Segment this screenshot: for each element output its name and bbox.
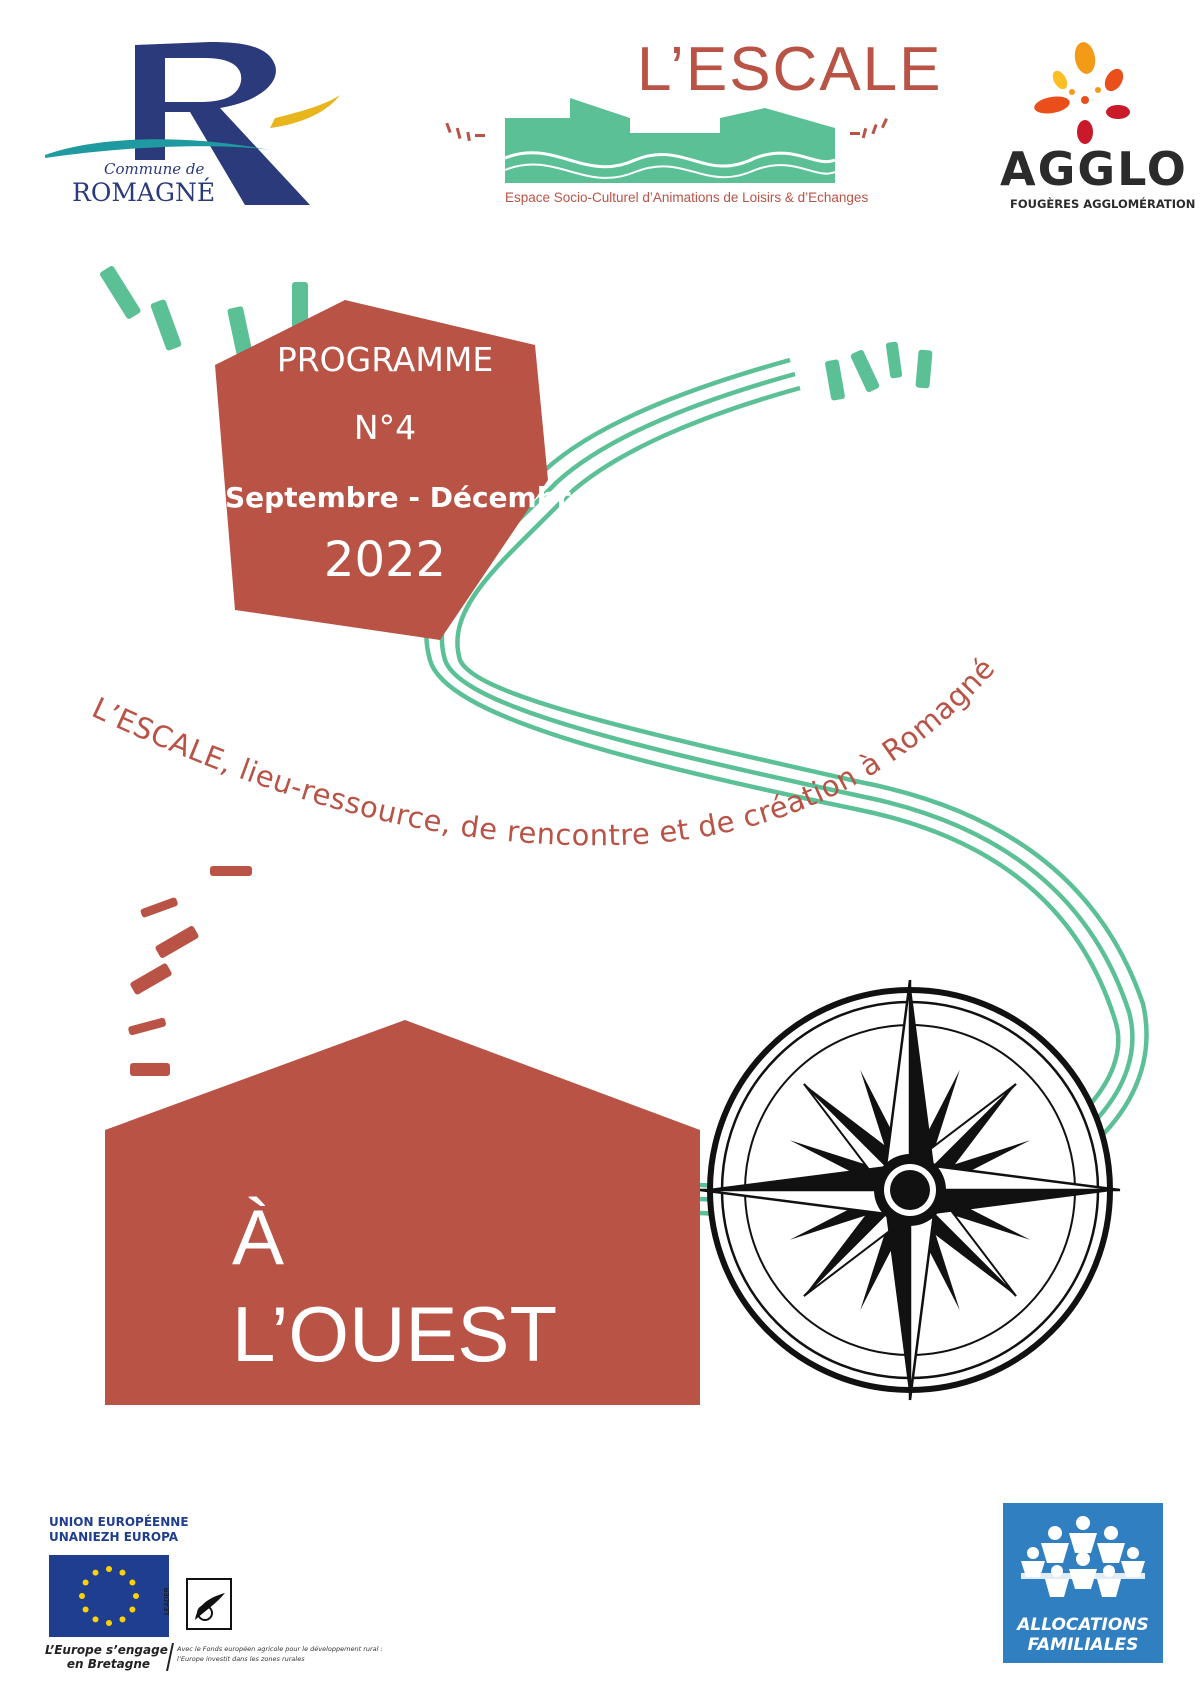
svg-text:L’ESCALE, lieu-ressource, de r: L’ESCALE, lieu-ressource, de rencontre e… xyxy=(87,651,1001,852)
caf-logo: ALLOCATIONS FAMILIALES xyxy=(1003,1503,1163,1663)
green-dashes-right xyxy=(825,341,933,401)
house-shape xyxy=(105,1020,700,1405)
headline-line1: À xyxy=(232,1193,285,1281)
agglo-subtitle: FOUGÈRES AGGLOMÉRATION xyxy=(1010,197,1196,211)
programme-label: PROGRAMME xyxy=(276,340,494,379)
tagline: L’ESCALE, lieu-ressource, de rencontre e… xyxy=(87,651,1001,852)
eu-label-line2: UNANIEZH EUROPA xyxy=(49,1530,179,1544)
caf-line1: ALLOCATIONS xyxy=(1017,1615,1149,1635)
brick-dashes xyxy=(128,866,252,1076)
programme-year: 2022 xyxy=(323,532,447,588)
compass-rose xyxy=(699,979,1121,1401)
romagne-line2: ROMAGNÉ xyxy=(72,178,216,207)
agglo-flower-icon xyxy=(1034,42,1130,144)
eu-note-line1: Avec le Fonds européen agricole pour le … xyxy=(177,1645,383,1653)
eu-block: UNION EUROPÉENNE UNANIEZH EUROPA LEADER … xyxy=(45,1515,405,1671)
eu-tagline-line1: L’Europe s’engage xyxy=(45,1643,168,1657)
eu-tagline-line2: en Bretagne xyxy=(66,1657,150,1671)
escale-building-icon xyxy=(445,98,888,183)
eu-label-line1: UNION EUROPÉENNE xyxy=(49,1515,189,1529)
eu-note-line2: l’Europe investit dans les zones rurales xyxy=(177,1655,305,1663)
romagne-line1: Commune de xyxy=(104,160,205,178)
green-dashes-left xyxy=(100,265,308,358)
escale-subtitle: Espace Socio-Culturel d’Animations de Lo… xyxy=(505,190,869,205)
programme-number: N°4 xyxy=(353,408,417,447)
escale-title: L’ESCALE xyxy=(637,35,943,104)
leader-logo-icon xyxy=(186,1578,232,1630)
caf-people-icon xyxy=(1021,1516,1145,1597)
programme-shape xyxy=(215,300,548,640)
headline-line2: L’OUEST xyxy=(232,1290,558,1378)
caf-line2: FAMILIALES xyxy=(1027,1635,1139,1655)
leader-label: LEADER xyxy=(163,1587,171,1615)
eu-flag-icon xyxy=(49,1555,169,1637)
agglo-wordmark: AGGLO xyxy=(1000,142,1188,196)
romagne-r-emblem xyxy=(45,42,340,205)
programme-period: Septembre - Décembre xyxy=(225,481,590,514)
romagne-logo: Commune de ROMAGNÉ xyxy=(40,40,340,210)
tagline-text: L’ESCALE, lieu-ressource, de rencontre e… xyxy=(87,651,1001,852)
